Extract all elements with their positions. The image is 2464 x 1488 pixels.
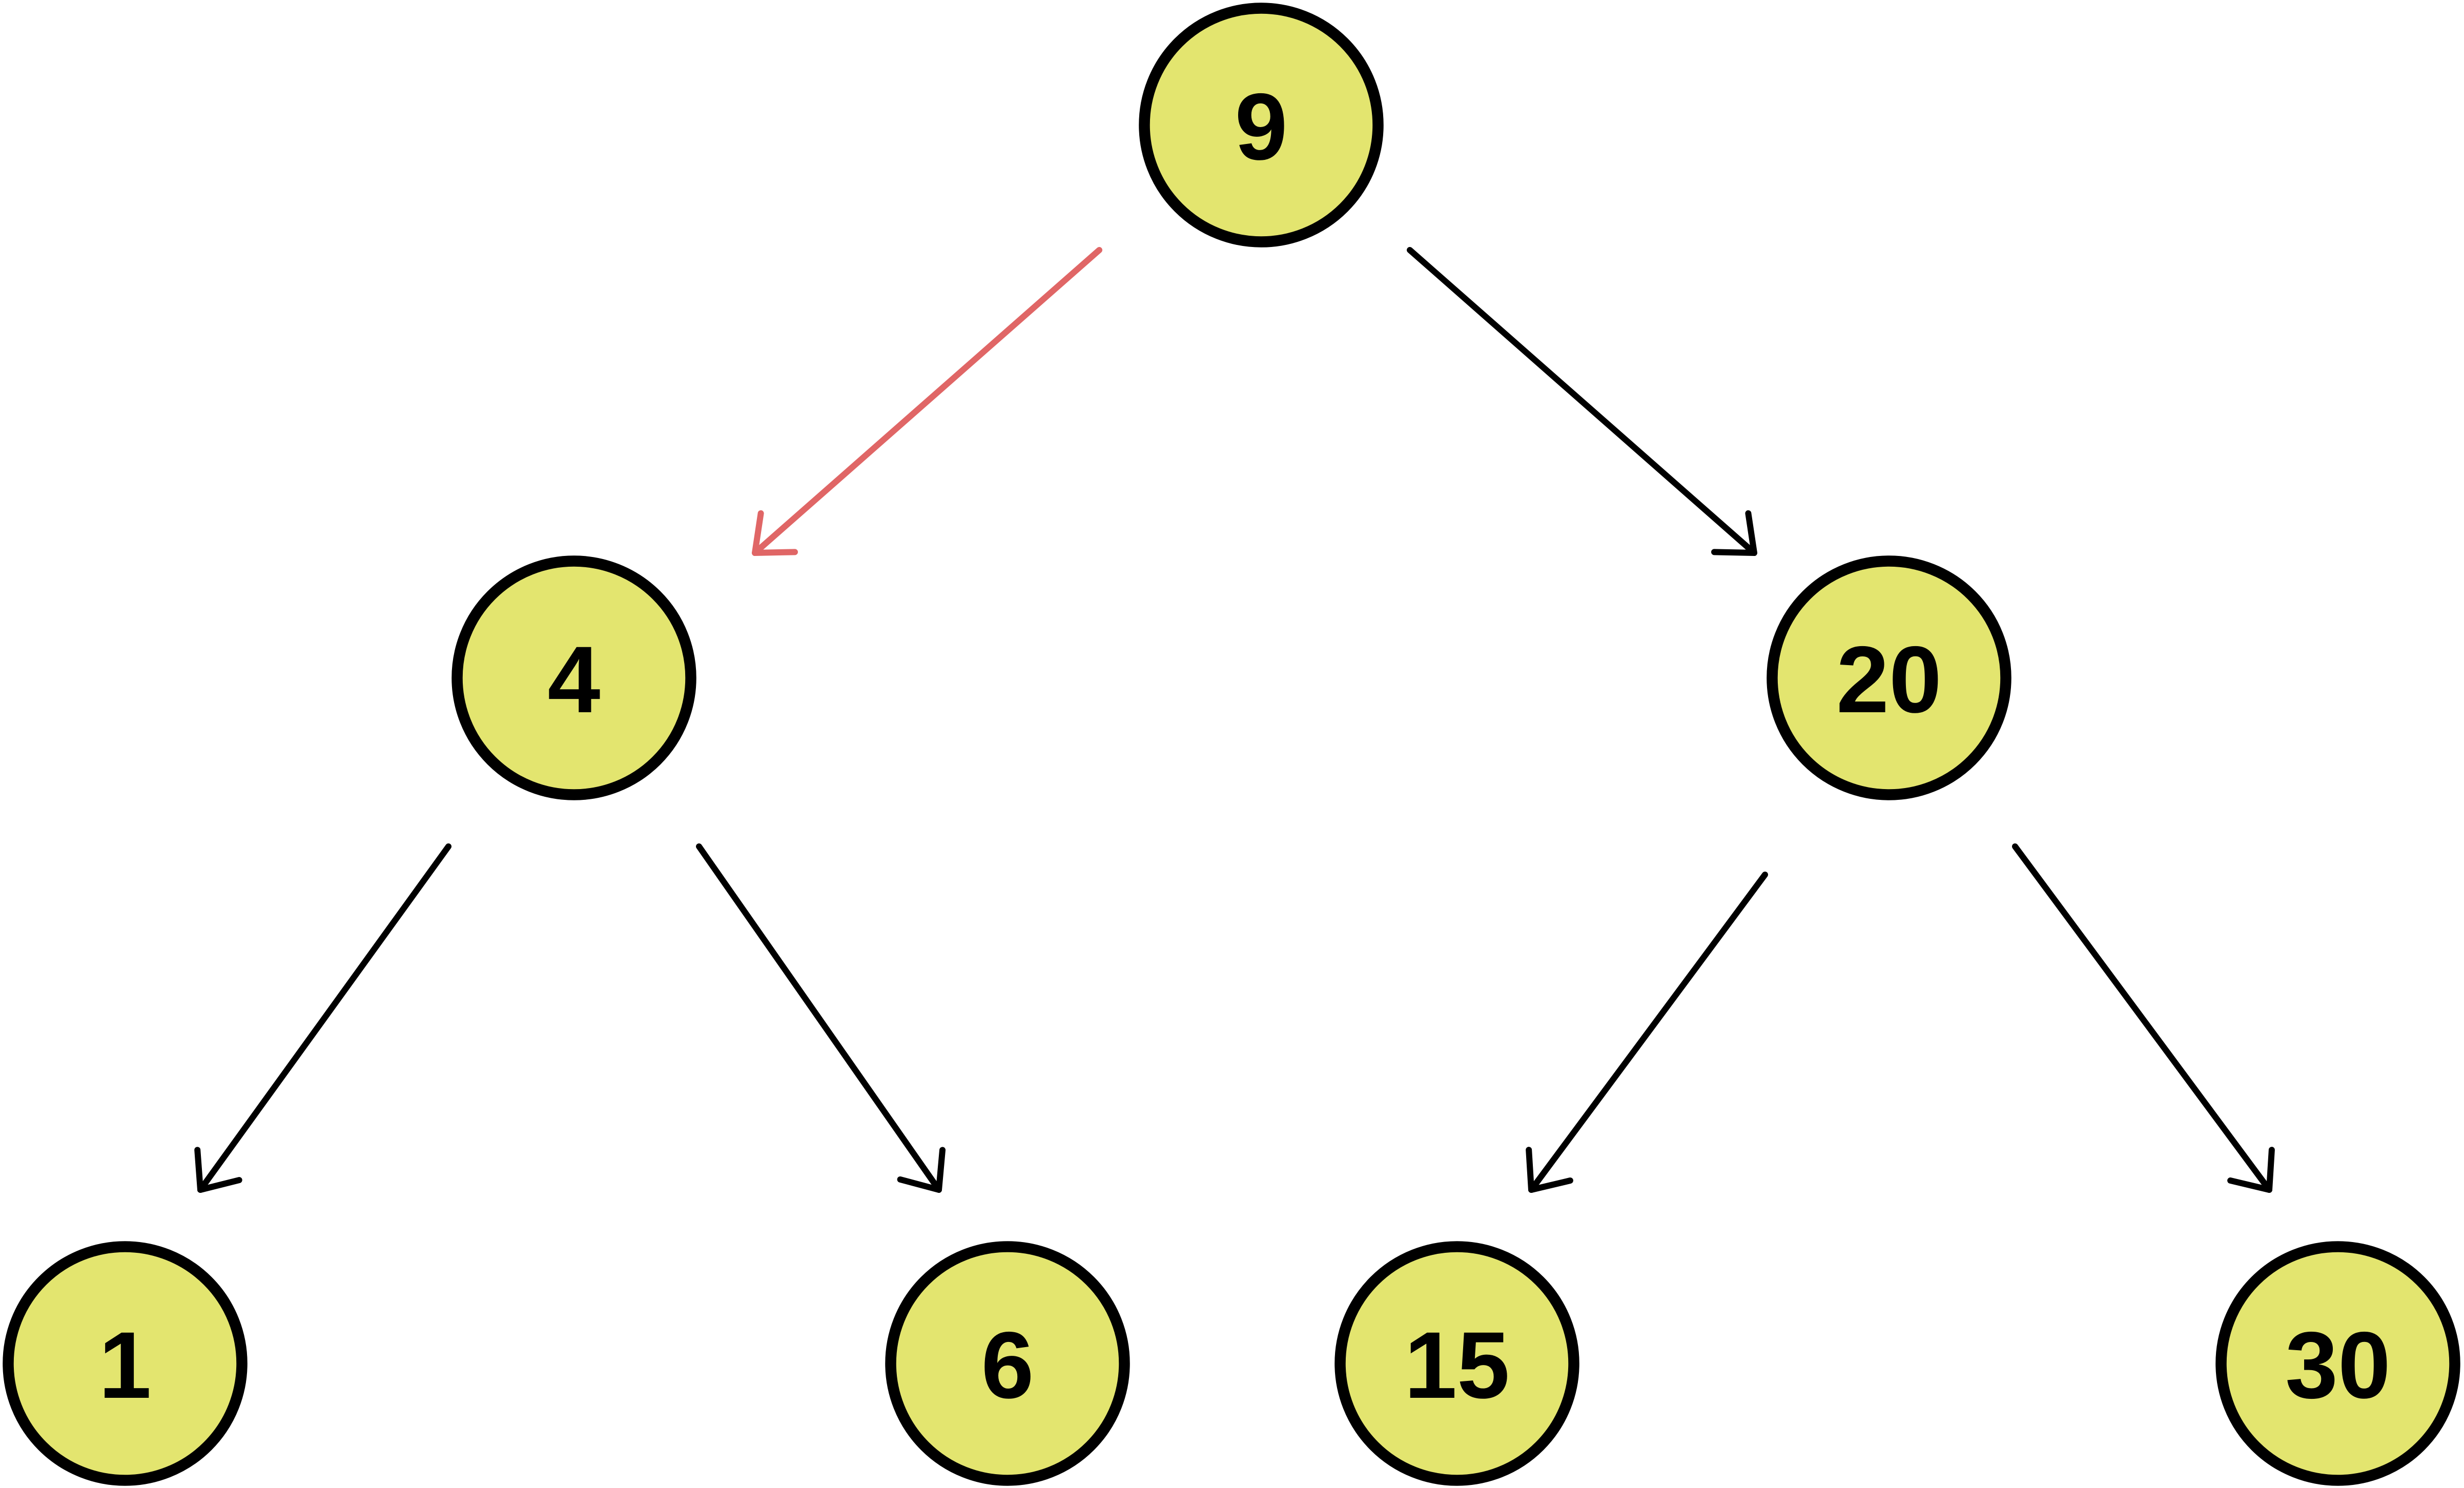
arrowhead-icon: [2227, 1147, 2275, 1193]
edge-line: [752, 247, 1102, 556]
tree-node-20: 20: [1767, 555, 2011, 800]
tree-node-4: 4: [451, 555, 696, 800]
nodes-layer: 9 4 20 1 6 15 30: [3, 3, 2460, 1486]
edge-line: [1528, 872, 1768, 1193]
tree-node-1: 1: [3, 1241, 248, 1486]
edge-line: [696, 843, 942, 1193]
node-label: 15: [1404, 1313, 1510, 1418]
edge-line: [197, 843, 451, 1193]
tree-node-6: 6: [885, 1241, 1130, 1486]
edge-n9-n20: [1407, 247, 1757, 556]
node-label: 1: [99, 1313, 152, 1418]
arrowhead-icon: [1526, 1147, 1573, 1193]
edge-line: [1407, 247, 1757, 556]
node-circle: [1767, 555, 2011, 800]
tree-node-15: 15: [1334, 1241, 1579, 1486]
arrowhead-icon: [194, 1147, 242, 1193]
node-circle: [3, 1241, 248, 1486]
tree-node-9: 9: [1139, 3, 1384, 247]
edge-n4-n1: [194, 843, 451, 1193]
node-label: 20: [1836, 627, 1942, 733]
node-circle: [885, 1241, 1130, 1486]
arrowhead-icon: [752, 510, 798, 556]
node-circle: [1139, 3, 1384, 247]
edge-n4-n6: [696, 843, 946, 1193]
node-circle: [451, 555, 696, 800]
edge-line: [2012, 843, 2272, 1193]
arrowhead-icon: [897, 1147, 946, 1193]
edges-layer: [194, 247, 2275, 1193]
edge-n9-n4-highlighted: [752, 247, 1102, 556]
node-label: 4: [548, 627, 601, 733]
node-circle: [1334, 1241, 1579, 1486]
node-label: 6: [981, 1313, 1034, 1418]
node-label: 9: [1235, 74, 1288, 180]
tree-node-30: 30: [2215, 1241, 2460, 1486]
edge-n20-n15: [1526, 872, 1768, 1193]
node-circle: [2215, 1241, 2460, 1486]
node-label: 30: [2285, 1313, 2391, 1418]
arrowhead-icon: [1711, 510, 1757, 556]
edge-n20-n30: [2012, 843, 2275, 1193]
